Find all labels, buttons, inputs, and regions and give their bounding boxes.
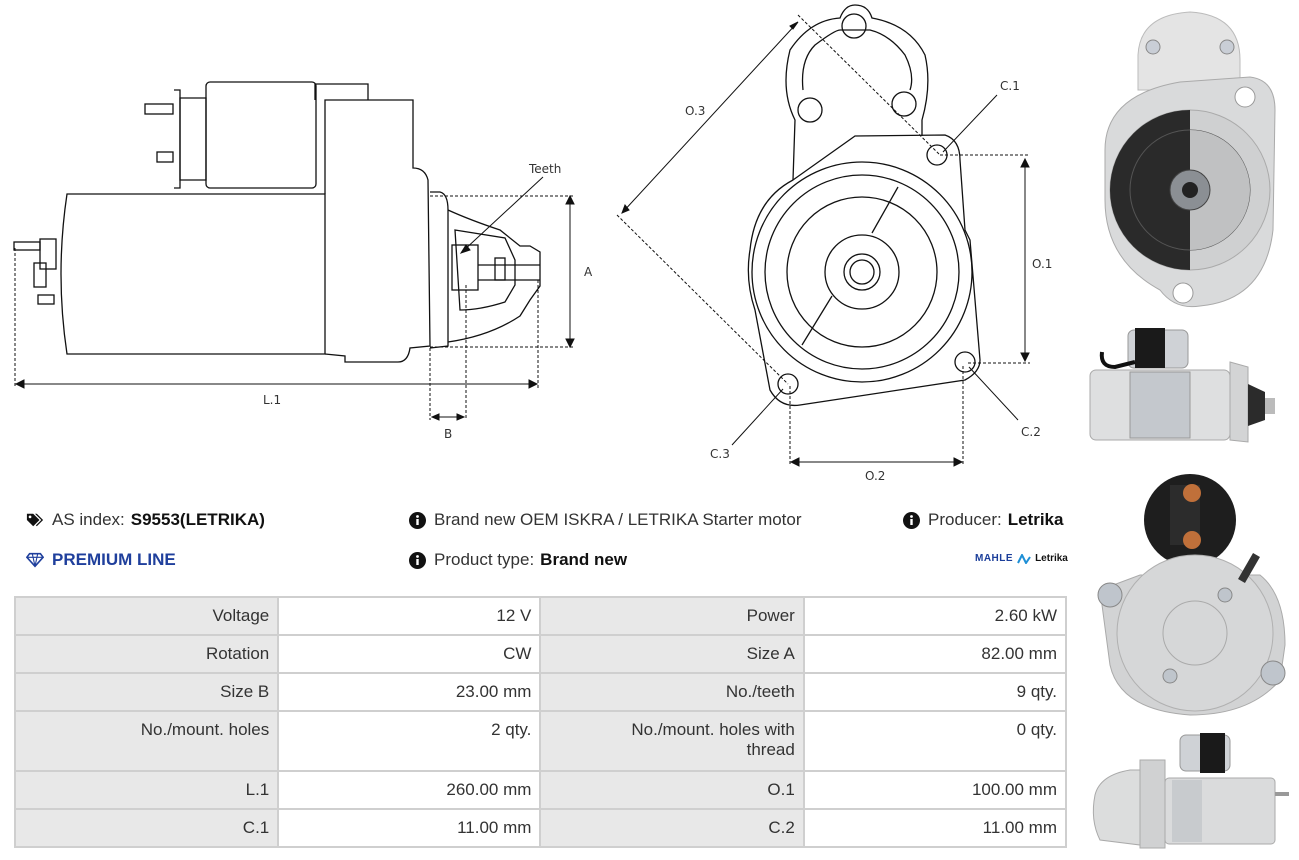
info-icon <box>408 551 426 569</box>
side-view-drawing: Teeth A B L.1 <box>13 81 593 441</box>
specs-table: Voltage 12 V Power 2.60 kW Rotation CW S… <box>13 596 1068 848</box>
spec-key: No./mount. holes <box>13 710 280 772</box>
dim-a-label: A <box>584 265 593 279</box>
dim-c1-label: C.1 <box>1000 79 1020 93</box>
spec-key: No./teeth <box>539 672 805 712</box>
photo-rear-view <box>1097 474 1286 716</box>
producer: Producer: Letrika <box>902 510 1063 530</box>
spec-key: No./mount. holes with thread <box>539 710 805 772</box>
dim-b-label: B <box>444 427 452 441</box>
spec-value: 11.00 mm <box>277 808 542 848</box>
as-index-value: S9553(LETRIKA) <box>130 510 265 529</box>
table-row: Voltage 12 V Power 2.60 kW <box>13 596 1068 636</box>
spec-value: 100.00 mm <box>802 770 1068 810</box>
spec-key: C.2 <box>539 808 805 848</box>
spec-key: L.1 <box>13 770 280 810</box>
spec-key: Size A <box>539 634 805 674</box>
front-view-drawing: O.3 C.1 O.1 C.2 C.3 O.2 <box>616 4 1052 483</box>
producer-label: Producer: <box>928 510 1002 529</box>
dim-c3-label: C.3 <box>710 447 730 461</box>
spec-value: 0 qty. <box>802 710 1068 772</box>
info-icon <box>408 511 426 529</box>
spec-key: C.1 <box>13 808 280 848</box>
mounting-flange <box>747 134 981 407</box>
spec-value: 11.00 mm <box>802 808 1068 848</box>
dim-o2-label: O.2 <box>865 469 885 483</box>
photo-side-view-2 <box>1092 733 1289 849</box>
spec-key: Size B <box>13 672 280 712</box>
photo-side-view-1 <box>1089 328 1275 443</box>
spec-value: 2.60 kW <box>802 596 1068 636</box>
spec-key: O.1 <box>539 770 805 810</box>
table-row: L.1 260.00 mm O.1 100.00 mm <box>13 770 1068 810</box>
solenoid <box>205 81 317 189</box>
product-type: Product type: Brand new <box>408 550 627 570</box>
dim-o3-label: O.3 <box>685 104 705 118</box>
dim-o1-label: O.1 <box>1032 257 1052 271</box>
photo-front-view <box>1104 11 1276 308</box>
description: Brand new OEM ISKRA / LETRIKA Starter mo… <box>408 510 802 530</box>
spec-value: CW <box>277 634 542 674</box>
product-type-label: Product type: <box>434 550 535 569</box>
premium-line-label: PREMIUM LINE <box>52 550 176 569</box>
table-row: No./mount. holes 2 qty. No./mount. holes… <box>13 710 1068 772</box>
diamond-icon <box>26 551 44 569</box>
dim-c2-label: C.2 <box>1021 425 1041 439</box>
dim-l1-label: L.1 <box>263 393 281 407</box>
letrika-logo-text: Letrika <box>1035 553 1068 564</box>
product-photos <box>1080 0 1299 860</box>
table-row: Size B 23.00 mm No./teeth 9 qty. <box>13 672 1068 712</box>
spec-key: Voltage <box>13 596 280 636</box>
info-icon <box>902 511 920 529</box>
mahle-letrika-logo: MAHLE Letrika <box>975 553 1068 564</box>
premium-line: PREMIUM LINE <box>26 550 176 570</box>
spec-key: Power <box>539 596 805 636</box>
as-index: AS index: S9553(LETRIKA) <box>26 510 265 530</box>
table-row: Rotation CW Size A 82.00 mm <box>13 634 1068 674</box>
description-text: Brand new OEM ISKRA / LETRIKA Starter mo… <box>434 510 802 529</box>
producer-value: Letrika <box>1007 510 1064 529</box>
spec-value: 12 V <box>277 596 542 636</box>
spec-value: 82.00 mm <box>802 634 1068 674</box>
table-row: C.1 11.00 mm C.2 11.00 mm <box>13 808 1068 848</box>
wave-logo-icon <box>1017 553 1031 564</box>
as-index-label: AS index: <box>52 510 125 529</box>
tags-icon <box>26 511 44 529</box>
spec-value: 23.00 mm <box>277 672 542 712</box>
mahle-logo-text: MAHLE <box>975 553 1014 564</box>
spec-key: Rotation <box>13 634 280 674</box>
spec-value: 2 qty. <box>277 710 542 772</box>
motor-body <box>60 193 326 355</box>
product-type-value: Brand new <box>540 550 628 569</box>
spec-value: 260.00 mm <box>277 770 542 810</box>
spec-value: 9 qty. <box>802 672 1068 712</box>
teeth-label: Teeth <box>528 162 561 176</box>
